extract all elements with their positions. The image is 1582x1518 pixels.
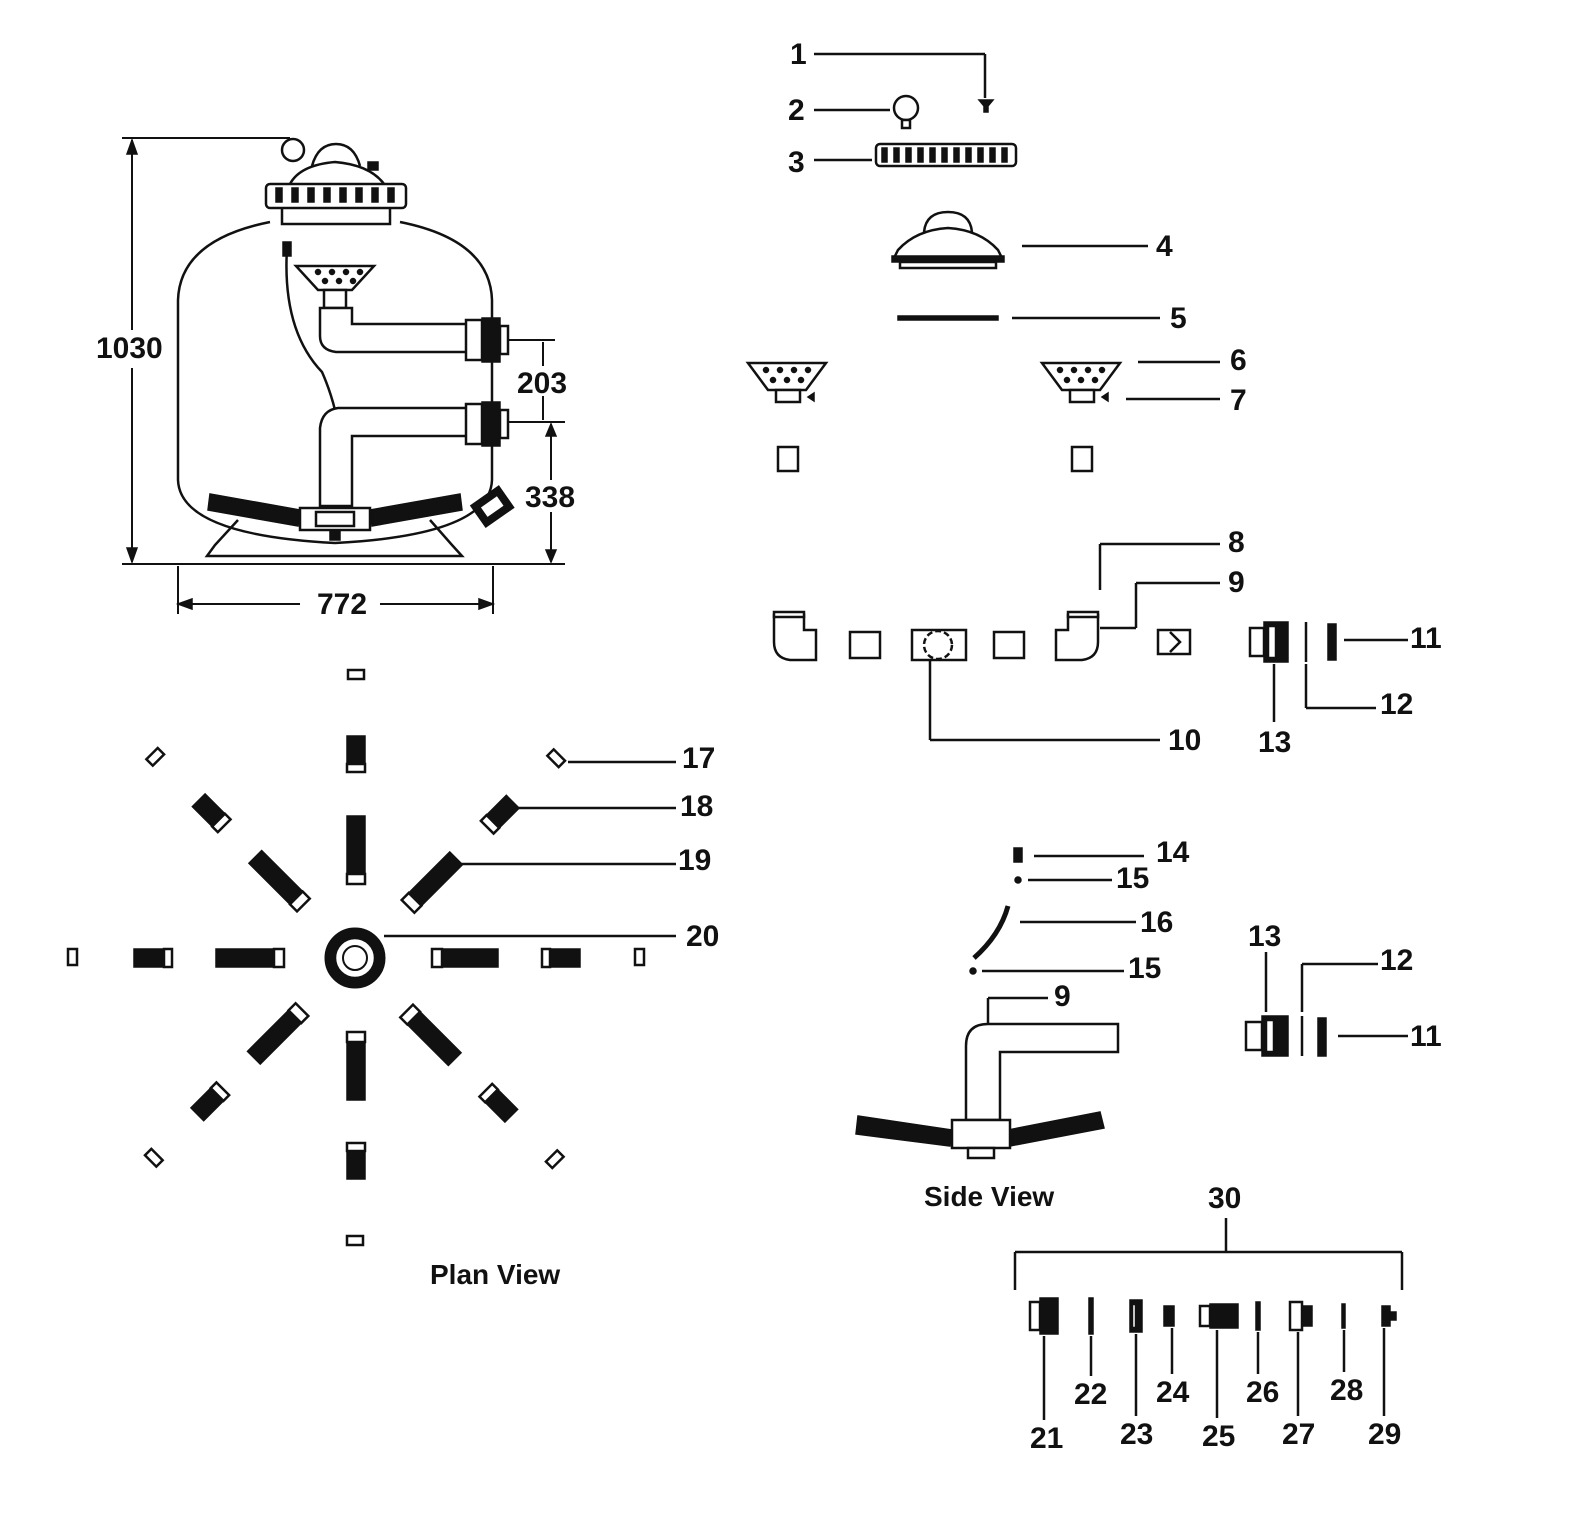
- callout-6: 6: [1230, 344, 1247, 377]
- top-diffuser: [293, 264, 377, 292]
- callout-30: 30: [1208, 1182, 1241, 1215]
- dimension-height: 1030: [96, 332, 163, 365]
- tank-base: [204, 519, 465, 558]
- drain-kit-drawing: [1013, 1218, 1404, 1420]
- tank-laterals: [207, 493, 463, 541]
- callout-22: 22: [1074, 1378, 1107, 1411]
- dimension-port-height: 338: [525, 481, 575, 514]
- callout-19: 19: [678, 844, 711, 877]
- dimension-port-spacing: 203: [517, 367, 567, 400]
- dimension-lines: [122, 137, 565, 614]
- pressure-gauge: [280, 137, 306, 163]
- callout-11-second: 11: [1410, 1020, 1442, 1053]
- callout-12: 12: [1380, 688, 1413, 721]
- tank-drain: [469, 485, 515, 529]
- callout-9: 9: [1228, 566, 1245, 599]
- callout-13-second: 13: [1248, 920, 1281, 953]
- o-ring-part: [897, 315, 999, 321]
- callout-24: 24: [1156, 1376, 1190, 1409]
- callout-15: 15: [1116, 862, 1149, 895]
- callout-10: 10: [1168, 724, 1201, 757]
- callout-26: 26: [1246, 1376, 1279, 1409]
- callout-9-second: 9: [1054, 980, 1071, 1013]
- closure-ring: [264, 182, 408, 210]
- callout-13: 13: [1258, 726, 1291, 759]
- callout-17: 17: [682, 742, 715, 775]
- callout-16: 16: [1140, 906, 1173, 939]
- dimension-width: 772: [317, 588, 367, 621]
- callout-11: 11: [1410, 622, 1442, 655]
- plan-view-drawing: [66, 668, 676, 1247]
- callout-21: 21: [1030, 1422, 1063, 1455]
- caption-plan-view: Plan View: [430, 1259, 560, 1290]
- callout-18: 18: [680, 790, 713, 823]
- tank-lid-dome: [288, 160, 386, 185]
- caption-side-view: Side View: [924, 1181, 1054, 1212]
- callout-27: 27: [1282, 1418, 1315, 1451]
- callout-12-second: 12: [1380, 944, 1413, 977]
- tank-lid-handle: [310, 142, 362, 167]
- callout-5: 5: [1170, 302, 1187, 335]
- callout-7: 7: [1230, 384, 1247, 417]
- callout-labels: 1 2 3 4 5 6 7 8 9 10 11 12 13 14 15 16 1…: [678, 38, 1442, 1455]
- callout-14: 14: [1156, 836, 1190, 869]
- air-relief-tube-part: [972, 905, 1011, 960]
- callout-25: 25: [1202, 1420, 1235, 1453]
- air-relief-tube: [285, 247, 337, 411]
- callout-1: 1: [790, 38, 807, 71]
- air-relief-valve: [367, 161, 379, 171]
- diffuser-part-left: [745, 361, 829, 473]
- lid-part: [891, 226, 1005, 260]
- callout-3: 3: [788, 146, 805, 179]
- callout-23: 23: [1120, 1418, 1153, 1451]
- diffuser-part-right: [1039, 361, 1123, 473]
- gauge-part: [892, 94, 920, 122]
- callout-8: 8: [1228, 526, 1245, 559]
- callout-15-second: 15: [1128, 952, 1161, 985]
- exploded-lid-parts: [745, 52, 1408, 742]
- callout-29: 29: [1368, 1418, 1401, 1451]
- assembled-tank-drawing: [122, 137, 565, 614]
- callout-2: 2: [788, 94, 805, 127]
- callout-28: 28: [1330, 1374, 1363, 1407]
- tank-body: [176, 220, 494, 545]
- closure-ring-ridges: [275, 187, 395, 203]
- pipe-fittings-row: [772, 610, 1337, 663]
- callout-4: 4: [1156, 230, 1173, 263]
- side-view-drawing: [855, 847, 1408, 1160]
- callout-20: 20: [686, 920, 719, 953]
